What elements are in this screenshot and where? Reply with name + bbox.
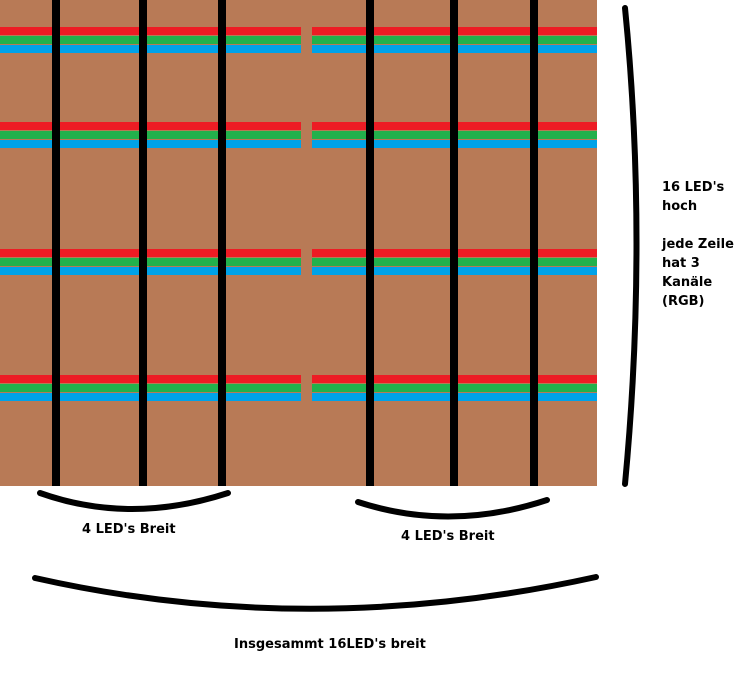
height-line-2: hoch [662, 199, 698, 214]
column-lines [52, 0, 538, 486]
channels-line-3: (RGB) [662, 294, 705, 309]
left-group-brace [37, 490, 231, 512]
total-width-brace [32, 574, 599, 612]
channels-line-1: jede Zeile [662, 237, 734, 252]
height-annotation: 16 LED's hoch jede Zeile hat 3 Kanäle (R… [662, 178, 752, 311]
column-line-6 [530, 0, 538, 486]
total-width-label: Insgesammt 16LED's breit [234, 637, 426, 652]
stripe-blue-row3-half1 [0, 267, 301, 275]
right-group-brace [355, 497, 550, 520]
column-line-1 [52, 0, 60, 486]
left-group-label: 4 LED's Breit [82, 522, 176, 537]
stripe-red-row2-half1 [0, 122, 301, 130]
stripe-green-row2-half1 [0, 131, 301, 139]
stripe-green-row4-half1 [0, 384, 301, 392]
stripe-red-row4-half1 [0, 375, 301, 383]
column-line-3 [218, 0, 226, 486]
column-line-5 [450, 0, 458, 486]
right-group-label: 4 LED's Breit [401, 529, 495, 544]
stripe-green-row1-half1 [0, 36, 301, 44]
height-line-1: 16 LED's [662, 180, 725, 195]
stripe-blue-row4-half1 [0, 393, 301, 401]
stripe-blue-row1-half1 [0, 45, 301, 53]
stripe-red-row1-half1 [0, 27, 301, 35]
height-brace [622, 5, 640, 487]
column-line-2 [139, 0, 147, 486]
stripe-blue-row2-half1 [0, 140, 301, 148]
channels-line-2: hat 3 Kanäle [662, 256, 713, 290]
stripe-green-row3-half1 [0, 258, 301, 266]
led-board [0, 0, 597, 486]
stripe-red-row3-half1 [0, 249, 301, 257]
column-line-4 [366, 0, 374, 486]
